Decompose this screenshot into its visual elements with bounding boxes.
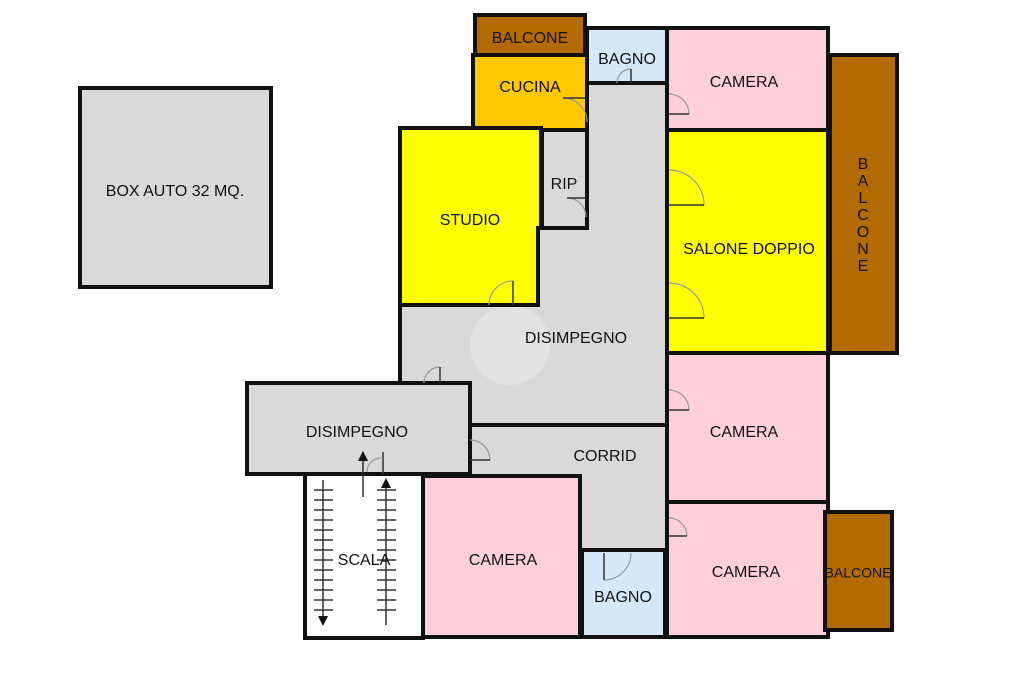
watermark-logo (470, 305, 550, 385)
label-camera-bottom: CAMERA (469, 552, 538, 569)
doors (366, 68, 705, 581)
room-bagno-bottom (580, 548, 667, 639)
label-studio: STUDIO (440, 212, 500, 229)
room-balcone-bottom (823, 510, 894, 632)
label-balcone-bottom: BALCONE (825, 565, 892, 581)
room-camera-right-1 (665, 351, 830, 504)
label-camera-top: CAMERA (710, 74, 779, 91)
arrowhead-icon (358, 451, 368, 461)
label-bagno-top: BAGNO (598, 51, 656, 68)
room-rip (540, 128, 589, 230)
label-corrid: CORRID (573, 448, 636, 465)
arrowhead-icon (318, 616, 328, 626)
arrowhead-icon (381, 478, 391, 488)
label-balcone-right: BALCONE (856, 156, 870, 275)
label-disimpegno-left: DISIMPEGNO (306, 424, 408, 441)
room-disimpegno-left (245, 381, 472, 476)
label-camera-right-1: CAMERA (710, 424, 779, 441)
label-salone: SALONE DOPPIO (683, 241, 815, 258)
label-balcone-top: BALCONE (492, 30, 568, 47)
room-balcone-right (828, 53, 899, 355)
stairs (314, 451, 396, 626)
label-scala: SCALA (338, 552, 391, 569)
room-salone-doppio (665, 128, 830, 355)
label-cucina: CUCINA (499, 79, 561, 96)
label-bagno-bottom: BAGNO (594, 589, 652, 606)
room-box-auto (78, 86, 273, 289)
label-box-auto: BOX AUTO 32 MQ. (106, 183, 244, 200)
label-disimpegno-center: DISIMPEGNO (525, 330, 627, 347)
label-camera-right-2: CAMERA (712, 564, 781, 581)
label-rip: RIP (551, 176, 578, 193)
room-camera-bottom (421, 474, 582, 639)
